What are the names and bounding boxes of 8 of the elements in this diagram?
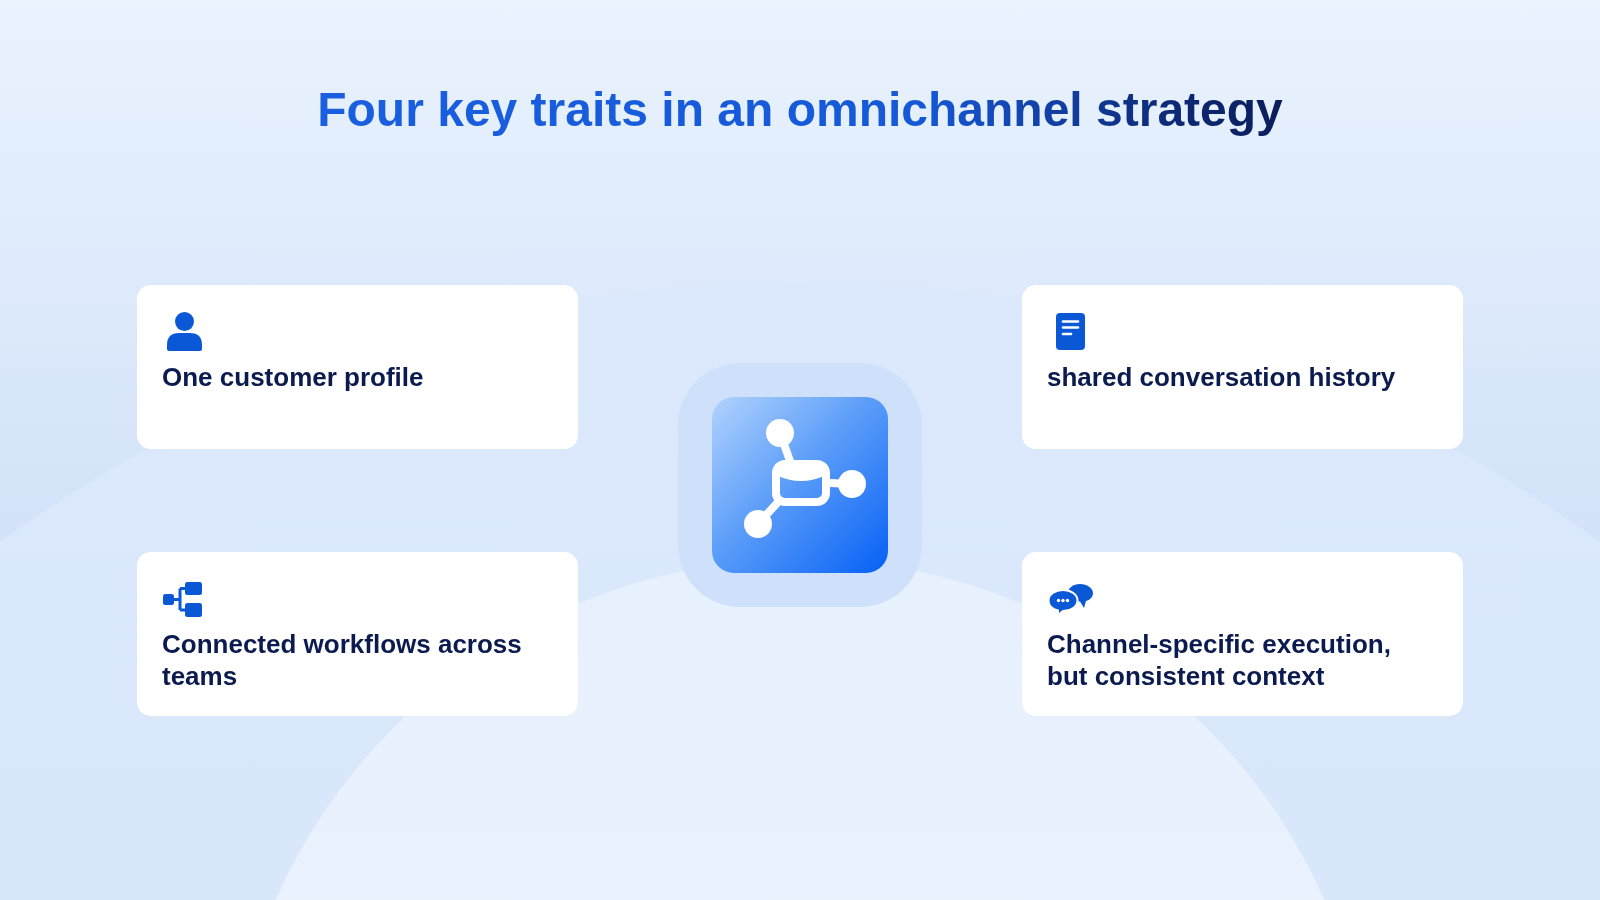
- feature-card: [137, 552, 578, 716]
- feature-card: [137, 285, 578, 449]
- feature-card: [1022, 552, 1463, 716]
- card-text: Connected workflows across teams: [162, 629, 522, 691]
- feature-card: [1022, 285, 1463, 449]
- card-text: Channel-specific execution, but consistent context: [1047, 629, 1391, 691]
- card-text: One customer profile: [162, 362, 424, 392]
- card-text: shared conversation history: [1047, 362, 1396, 392]
